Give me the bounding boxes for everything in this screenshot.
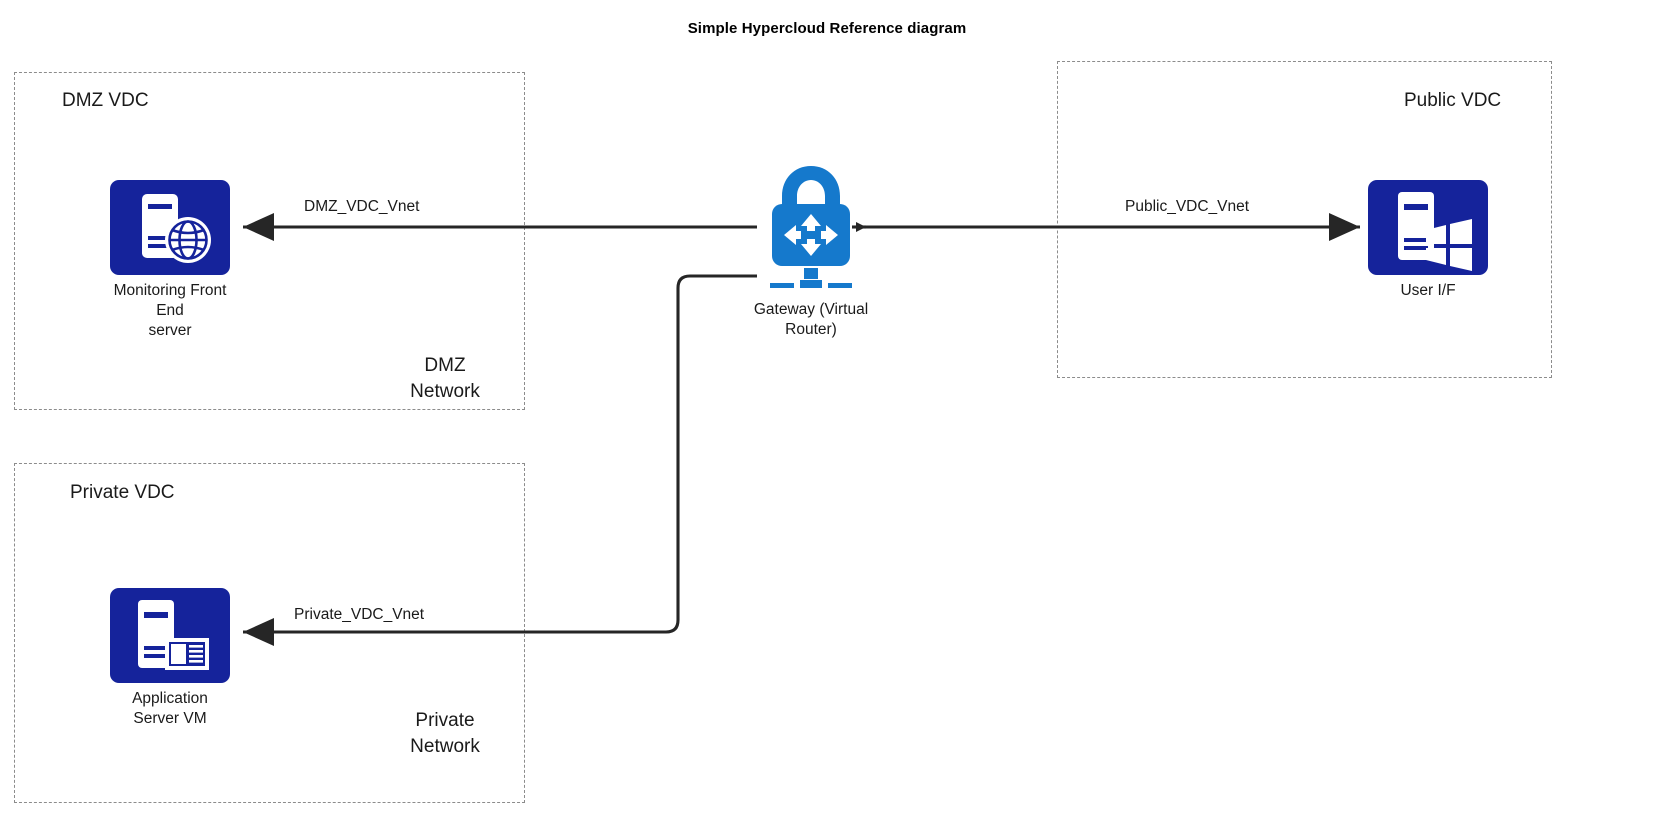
edge-label-private-vnet: Private_VDC_Vnet — [290, 606, 429, 624]
node-monitoring-front-end-server[interactable]: Monitoring Front End server — [110, 180, 230, 340]
padlock-router-icon — [770, 166, 852, 288]
network-label-dmz: DMZ Network — [410, 355, 480, 403]
server-windows-icon — [1368, 180, 1488, 275]
container-title-private-vdc: Private VDC — [70, 482, 175, 503]
edge-label-dmz-vnet: DMZ_VDC_Vnet — [300, 198, 424, 216]
node-label-monitoring-front-end-server: Monitoring Front End server — [113, 282, 227, 339]
page-title: Simple Hypercloud Reference diagram — [687, 20, 967, 37]
container-title-dmz-vdc: DMZ VDC — [62, 90, 149, 111]
container-public-vdc — [1057, 61, 1552, 378]
server-globe-icon — [110, 180, 230, 275]
node-user-if[interactable]: User I/F — [1368, 180, 1488, 301]
node-label-gateway: Gateway (Virtual Router) — [753, 301, 869, 338]
network-label-private: Private Network — [410, 710, 480, 758]
node-application-server-vm[interactable]: Application Server VM — [110, 588, 230, 729]
container-title-public-vdc: Public VDC — [1404, 90, 1502, 111]
server-monitor-icon — [110, 588, 230, 683]
node-label-application-server-vm: Application Server VM — [132, 690, 208, 727]
node-label-user-if: User I/F — [1400, 282, 1456, 299]
node-gateway[interactable]: Gateway (Virtual Router) — [750, 160, 872, 340]
edge-label-public-vnet: Public_VDC_Vnet — [1121, 198, 1254, 216]
